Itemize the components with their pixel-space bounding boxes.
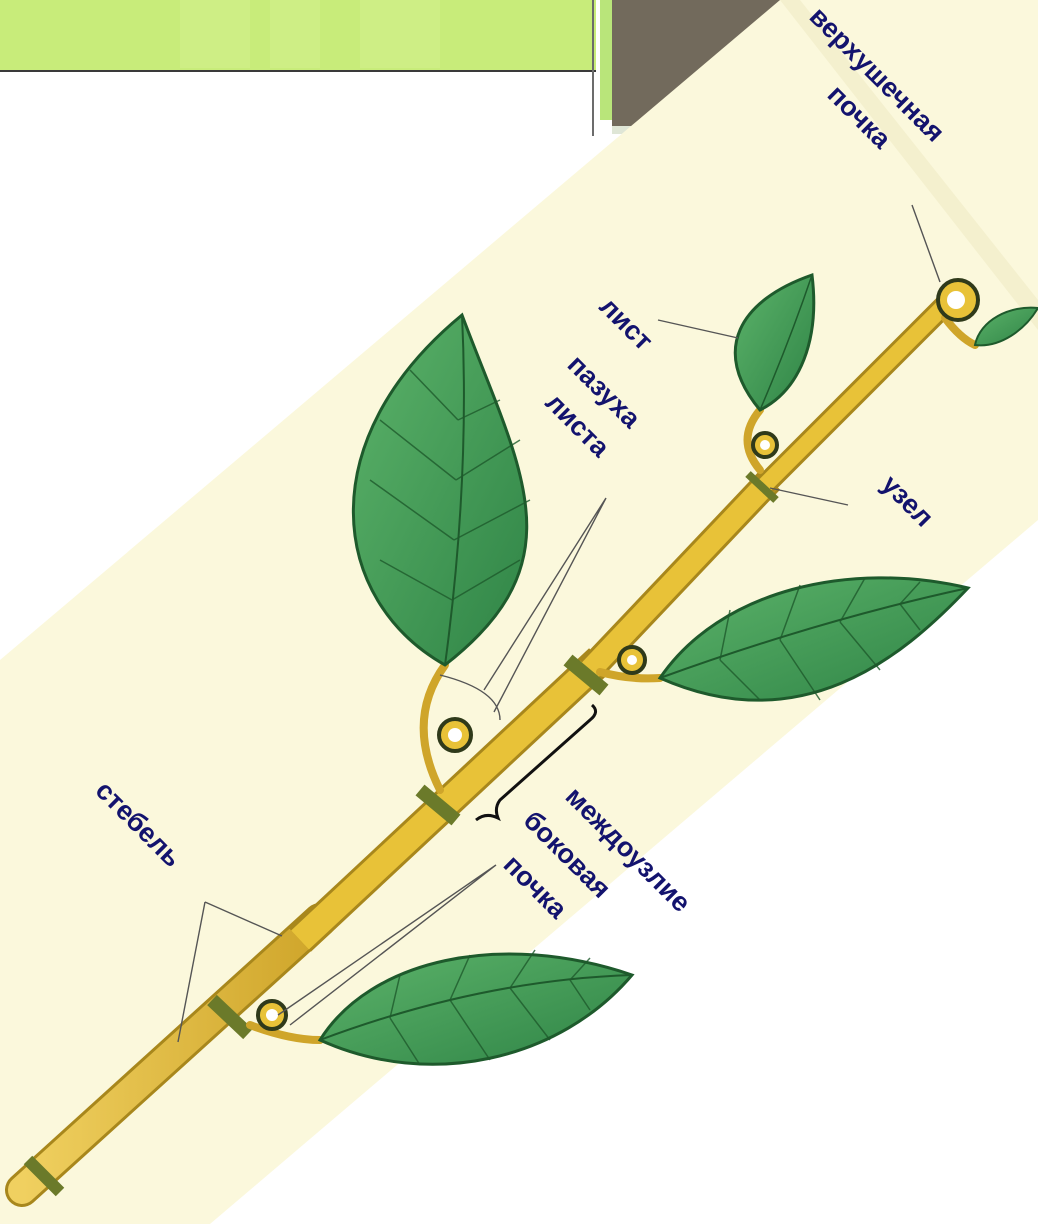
lateral-bud (753, 433, 777, 457)
lateral-bud (439, 719, 471, 751)
apical-bud (938, 280, 978, 320)
lateral-bud (258, 1001, 286, 1029)
lateral-bud (619, 647, 645, 673)
